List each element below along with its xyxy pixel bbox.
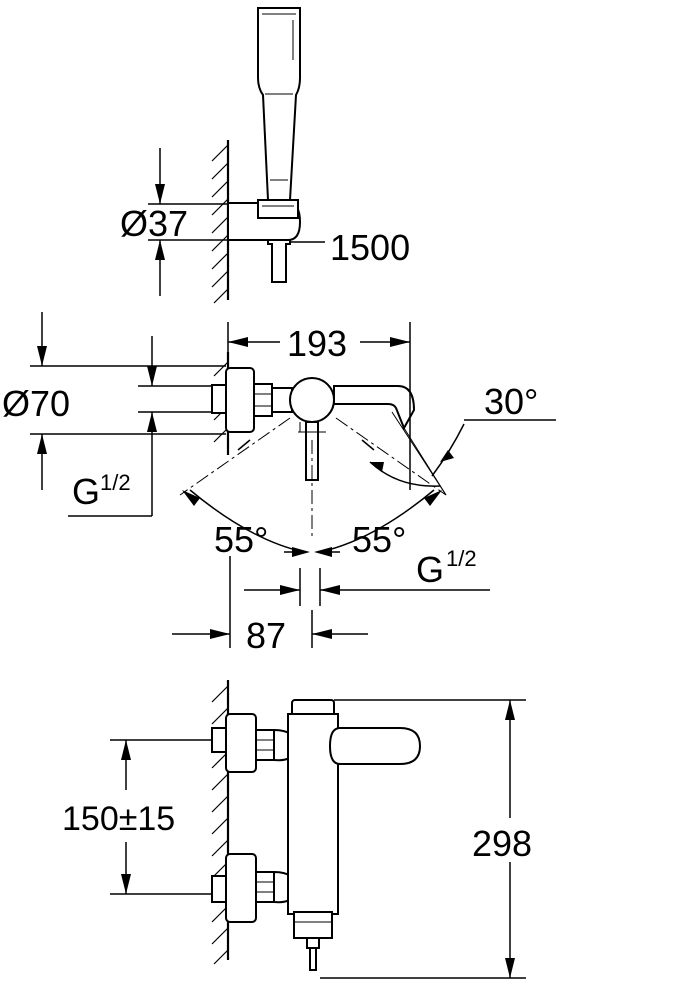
escutcheon-lower [211,853,298,923]
swivel-centerlines [179,411,447,540]
mixer-body-top [271,377,416,481]
dimension-thread-right: G 1/2 [244,546,490,606]
thread-left-fraction: 1/2 [100,470,131,495]
thread-right-g: G [416,549,444,590]
centers-label: 150±15 [62,800,175,838]
escutcheon-top [211,367,273,433]
escutcheon-diameter-label: Ø70 [2,383,70,424]
mixer-front-view: 150±15 298 [62,680,532,979]
thread-right-fraction: 1/2 [446,546,477,571]
dimension-swivel-angles: 55° 55° [182,489,442,560]
dimension-escutcheon-diameter: Ø70 [2,312,226,490]
dimension-height: 298 [320,699,532,979]
dimension-thread-left: G 1/2 [68,336,212,517]
hand-shower [257,7,301,201]
dimension-holder-diameter: Ø37 [120,148,228,296]
dimension-hose-length: 1500 [290,227,410,268]
escutcheon-upper [211,713,298,773]
shower-holder [227,199,302,241]
projection-label: 193 [287,323,347,364]
dimension-projection: 193 [227,322,411,490]
hose-length-label: 1500 [330,227,410,268]
offset-label: 87 [246,615,286,656]
swivel-left-label: 55° [214,519,268,560]
mixer-top-view: 193 Ø70 G 1/2 30° [2,312,556,656]
wall-hatch-top [211,140,230,304]
hand-shower-view: Ø37 1500 [120,7,410,304]
height-label: 298 [472,823,532,864]
shower-hose [267,239,291,283]
swivel-right-label: 55° [352,519,406,560]
dimension-centers: 150±15 [62,739,212,895]
holder-diameter-label: Ø37 [120,203,188,244]
spout-angle-label: 30° [484,381,538,422]
dimension-spout-angle: 30° [369,381,556,487]
thread-left-g: G [72,471,100,512]
mixer-body-front [287,699,422,971]
dimension-offset: 87 [172,556,368,656]
